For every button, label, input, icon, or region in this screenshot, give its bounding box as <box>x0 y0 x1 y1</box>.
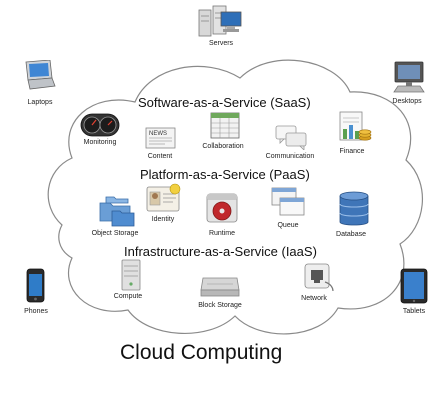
finance-icon <box>339 111 372 141</box>
block-storage-label: Block Storage <box>198 302 242 309</box>
monitoring-icon <box>80 113 120 137</box>
saas-layer-title: Software-as-a-Service (SaaS) <box>138 95 311 110</box>
block-storage-icon <box>200 277 240 297</box>
network-label: Network <box>301 295 327 302</box>
laptops-label: Laptops <box>27 99 53 106</box>
news-text: NEWS <box>149 131 167 137</box>
iaas-layer-title: Infrastructure-as-a-Service (IaaS) <box>124 244 317 259</box>
desktop-icon <box>393 61 425 93</box>
queue-icon <box>271 187 305 216</box>
monitoring-label: Monitoring <box>83 139 117 146</box>
content-label: Content <box>147 153 173 160</box>
phone-icon <box>26 268 45 303</box>
identity-icon <box>146 183 181 212</box>
network-icon <box>304 263 334 292</box>
servers-label: Servers <box>208 40 234 47</box>
object-storage-label: Object Storage <box>91 230 139 237</box>
communication-icon <box>275 125 307 150</box>
tablets-label: Tablets <box>402 308 426 315</box>
compute-label: Compute <box>113 293 143 300</box>
object-storage-icon <box>99 196 135 227</box>
phones-label: Phones <box>24 308 48 315</box>
diagram-caption: Cloud Computing <box>120 341 283 364</box>
runtime-label: Runtime <box>208 230 236 237</box>
communication-label: Communication <box>265 153 315 160</box>
finance-label: Finance <box>339 148 365 155</box>
runtime-icon <box>206 193 238 223</box>
database-icon <box>339 191 369 226</box>
queue-label: Queue <box>277 222 299 229</box>
collaboration-label: Collaboration <box>202 143 244 150</box>
compute-icon <box>121 259 141 291</box>
content-icon: NEWS <box>145 127 176 149</box>
database-label: Database <box>336 231 366 238</box>
desktops-label: Desktops <box>392 98 422 105</box>
paas-layer-title: Platform-as-a-Service (PaaS) <box>140 167 310 182</box>
identity-label: Identity <box>151 216 175 223</box>
tablet-icon <box>400 268 428 304</box>
collaboration-icon <box>210 112 240 139</box>
laptop-icon <box>25 60 56 90</box>
servers-icon <box>198 5 242 37</box>
